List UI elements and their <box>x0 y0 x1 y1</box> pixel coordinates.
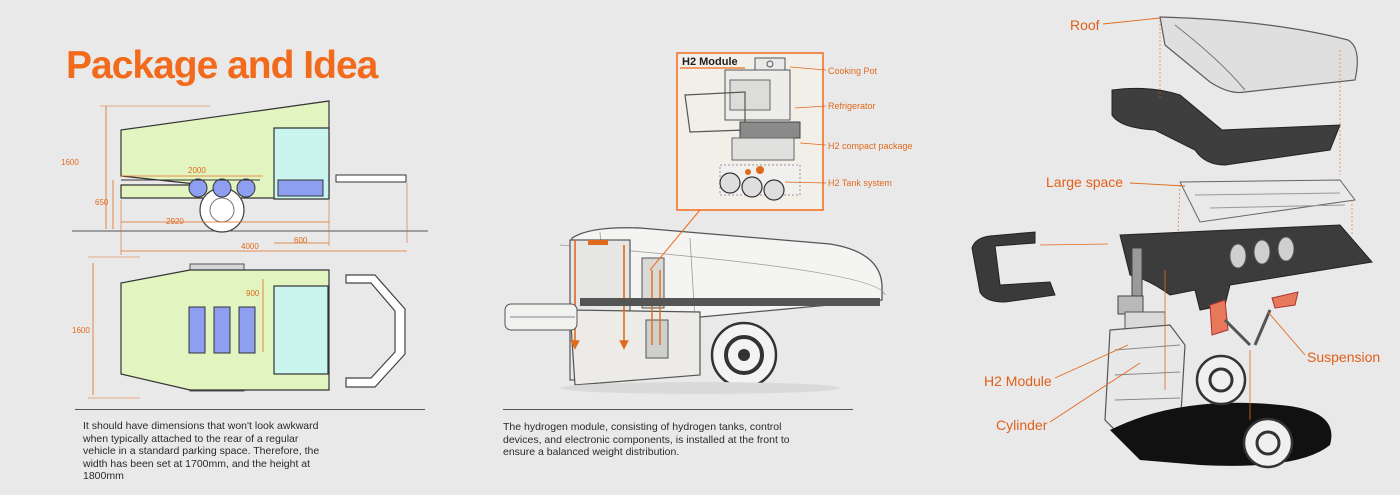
h2-tank <box>741 176 763 198</box>
exploded-view: Roof Large space H2 Module Cylinder Susp… <box>971 16 1380 469</box>
label-suspension: Suspension <box>1307 349 1380 365</box>
chassis-frame <box>1119 224 1373 311</box>
page-title: Package and Idea <box>66 44 378 87</box>
top-view-diagram: 1600 900 <box>72 256 406 399</box>
dim-wheelbase: 2000 <box>188 166 206 175</box>
label-h2-tank-system: H2 Tank system <box>828 178 892 188</box>
dim-module-width: 900 <box>246 289 260 298</box>
exploded-wheel <box>1242 417 1294 469</box>
top-tank <box>188 306 206 354</box>
label-h2-module: H2 Module <box>984 373 1052 389</box>
dim-front-section: 600 <box>294 236 308 245</box>
sketch-chassis-rail <box>580 298 880 306</box>
roof-frame <box>1111 87 1341 166</box>
roof-part <box>1159 16 1358 94</box>
middle-divider <box>503 409 853 410</box>
h2-inset-title: H2 Module <box>682 56 738 68</box>
side-frame <box>971 231 1056 303</box>
side-tank <box>188 178 208 198</box>
floor-panel <box>1179 179 1356 223</box>
left-divider <box>75 409 425 410</box>
side-view-diagram: 1600 650 2000 2920 4000 600 <box>61 100 428 255</box>
h2-tank <box>763 179 785 201</box>
label-cylinder: Cylinder <box>996 417 1048 433</box>
side-tank <box>236 178 256 198</box>
side-front-window <box>277 179 324 197</box>
dim-body-length: 2920 <box>166 217 184 226</box>
dim-width: 1600 <box>72 326 90 335</box>
dim-height-total: 1600 <box>61 158 79 167</box>
dim-overall-length: 4000 <box>241 242 259 251</box>
middle-caption: The hydrogen module, consisting of hydro… <box>503 421 790 458</box>
label-large-space: Large space <box>1046 174 1123 190</box>
top-tank <box>238 306 256 354</box>
label-roof: Roof <box>1070 17 1100 33</box>
left-caption: It should have dimensions that won't loo… <box>83 420 320 482</box>
trailer-sketch <box>504 227 886 394</box>
top-tank <box>213 306 231 354</box>
sketch-lower-body <box>569 309 701 386</box>
h2-tank <box>719 172 741 194</box>
label-h2-compact-package: H2 compact package <box>828 141 913 151</box>
exploded-wheel <box>1195 354 1247 406</box>
label-refrigerator: Refrigerator <box>828 101 876 111</box>
top-front-module <box>273 285 329 375</box>
top-drawbar <box>345 274 406 388</box>
side-tank <box>212 178 232 198</box>
label-cooking-pot: Cooking Pot <box>828 66 878 76</box>
dim-height-low: 650 <box>95 198 109 207</box>
h2-module-inset: H2 Module Cooking Pot Refrigerator H2 co… <box>649 52 913 271</box>
side-hitch <box>335 174 407 183</box>
